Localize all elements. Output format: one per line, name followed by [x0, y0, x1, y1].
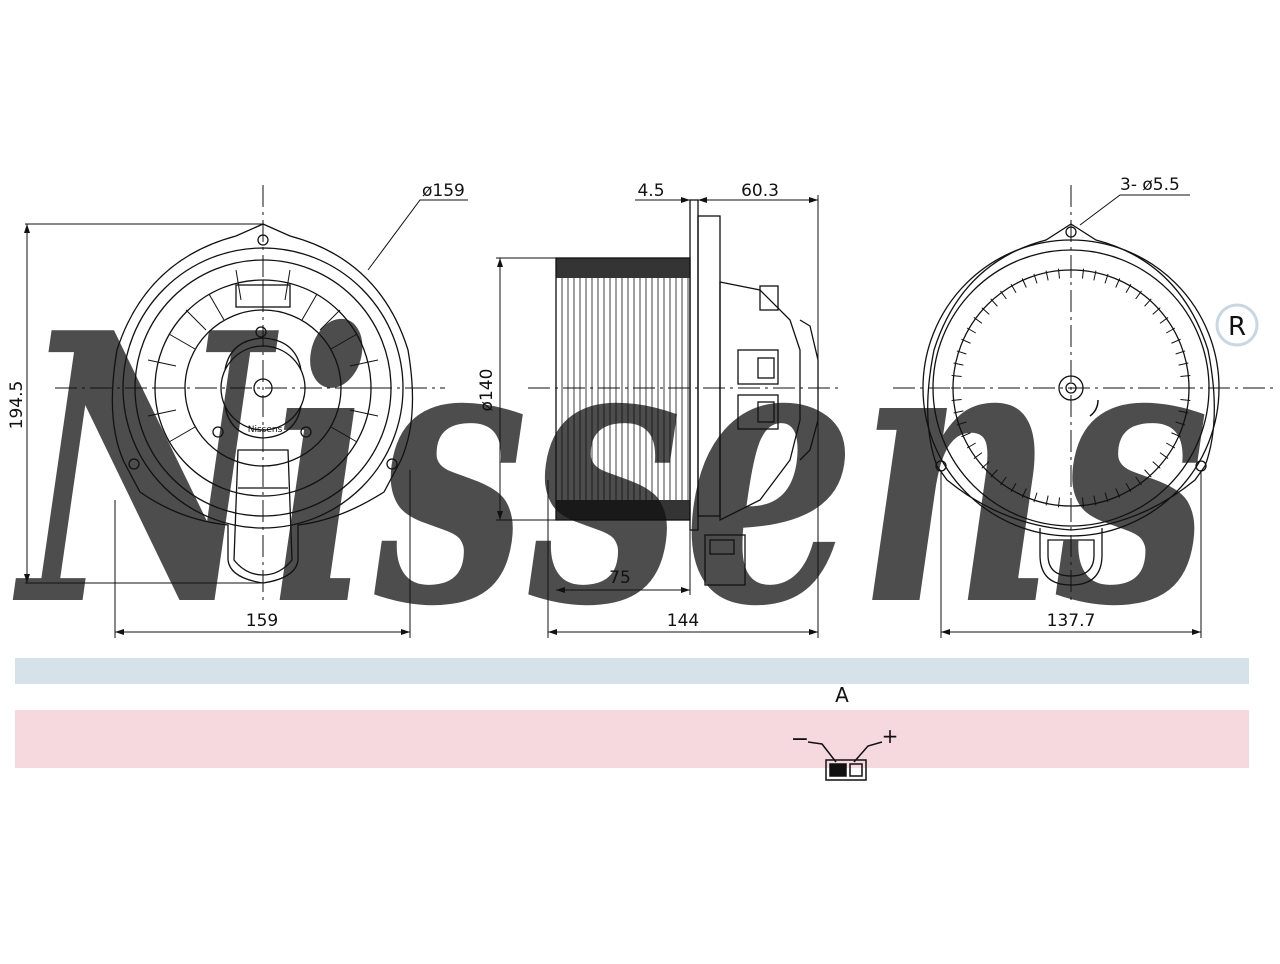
rear-view: [893, 185, 1275, 638]
side-dim-right-top: 60.3: [741, 181, 779, 201]
stripe-pink: [15, 710, 1249, 768]
front-height-label: 194.5: [7, 381, 27, 430]
watermark-brand: Nissens: [11, 254, 1210, 688]
watermark: Nissens R: [11, 254, 1259, 688]
stripe-blue: [15, 658, 1249, 684]
side-dim-left-top: 4.5: [637, 181, 664, 201]
registered-mark: R: [1228, 312, 1246, 342]
front-hub-text: Nissens: [248, 425, 283, 435]
rear-width-label: 137.7: [1047, 611, 1096, 631]
connector-plus: +: [882, 724, 899, 748]
connector-minus: −: [791, 727, 809, 752]
connector-view-label: A: [835, 683, 849, 707]
side-total-width: 144: [667, 611, 699, 631]
rear-holes-label: 3- ø5.5: [1120, 175, 1180, 195]
side-dia-label: ø140: [477, 369, 497, 412]
front-dia-label: ø159: [422, 181, 465, 201]
front-view: [24, 185, 468, 638]
connector-detail: [807, 741, 883, 781]
front-width-label: 159: [246, 611, 278, 631]
registered-mark-circle: [1215, 303, 1259, 347]
side-view: [496, 195, 840, 638]
side-wheel-width: 75: [609, 568, 631, 588]
